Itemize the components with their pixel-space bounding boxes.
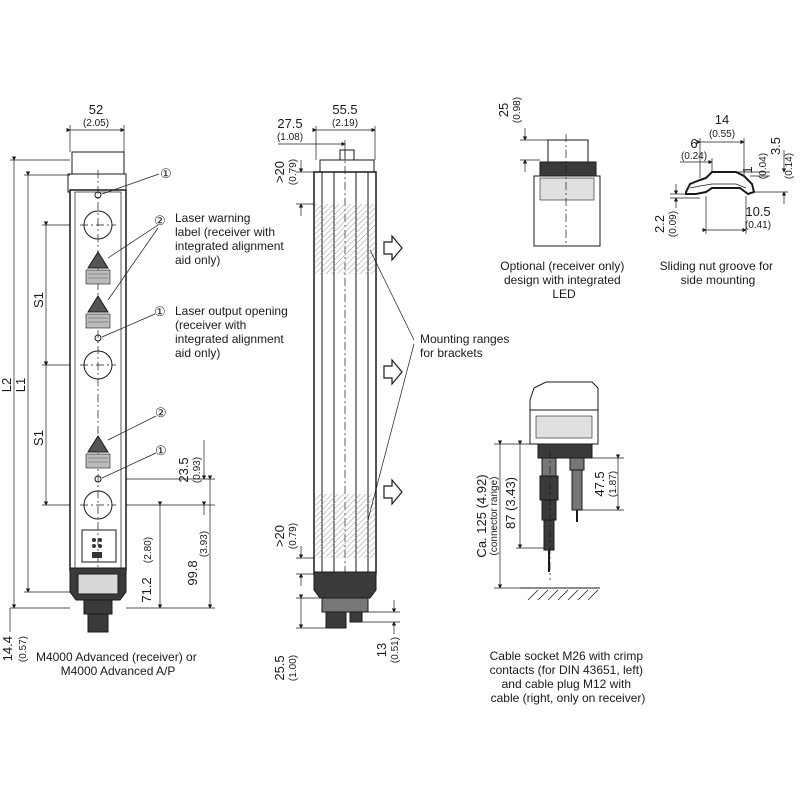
dim-3-5: 3.5 (768, 137, 783, 155)
dim-2-2-in: (0.09) (668, 211, 679, 237)
dim-23-5: 23.5 (176, 457, 191, 482)
callout-2: ② (155, 405, 167, 420)
dim-s1: S1 (31, 292, 46, 308)
laser-warning-label: Laser warning label (receiver with integ… (175, 211, 287, 267)
dim-connector-range: (connector range) (489, 477, 500, 556)
dim-27-5-in: (1.08) (277, 132, 303, 143)
dim-l2: L2 (0, 378, 14, 392)
side-view: 55.5 (2.19) 27.5 (1.08) Mo (272, 102, 513, 681)
dim-71-2-in: (2.80) (143, 537, 154, 563)
dim-20-top-in: (0.79) (288, 159, 299, 185)
dim-87: 87 (3.43) (503, 477, 518, 529)
dim-23-5-in: (0.93) (192, 457, 203, 483)
led-detail: 25 (0.98) Optional (receiver only) desig… (496, 97, 627, 301)
arrow-icon (383, 234, 403, 262)
callout-1: ① (154, 304, 166, 319)
arrow-icon (383, 358, 403, 386)
dim-10-5-in: (0.41) (745, 220, 771, 231)
dim-47-5: 47.5 (592, 471, 607, 496)
dim-25: 25 (496, 103, 511, 117)
cable-detail: Ca. 125 (4.92) (connector range) 87 (3.4… (474, 381, 647, 705)
dim-20-top: >20 (272, 161, 287, 183)
cable-socket-label: Cable socket M26 with crimp contacts (fo… (490, 649, 647, 705)
dim-2-2: 2.2 (652, 215, 667, 233)
dim-13-in: (0.51) (390, 637, 401, 663)
dim-6-in: (0.24) (681, 151, 707, 162)
dim-13: 13 (374, 643, 389, 657)
dim-ca-125: Ca. 125 (4.92) (474, 474, 489, 557)
dim-10-5: 10.5 (745, 204, 770, 219)
arrow-icon (383, 478, 403, 506)
dim-55-5: 55.5 (332, 102, 357, 117)
dim-20-bottom-in: (0.79) (288, 523, 299, 549)
warning-label-icon (85, 251, 111, 285)
model-caption: M4000 Advanced (receiver) or M4000 Advan… (36, 650, 200, 678)
dim-27-5: 27.5 (277, 116, 302, 131)
front-view: 52 (2.05) (0, 102, 291, 678)
callout-1: ① (160, 166, 172, 181)
dim-52-in: (2.05) (83, 118, 109, 129)
mounting-ranges-label: Mounting ranges for brackets (420, 332, 513, 360)
dim-14: 14 (715, 112, 729, 127)
dim-s1-lower: S1 (31, 430, 46, 446)
dim-1: 1 (740, 166, 755, 173)
dim-3-5-in: (0.14) (784, 153, 795, 179)
warning-label-icon (85, 295, 111, 329)
dim-14-4: 14.4 (0, 636, 15, 661)
sliding-nut-label: Sliding nut groove for side mounting (660, 259, 777, 287)
dim-55-5-in: (2.19) (332, 118, 358, 129)
dim-l1: L1 (13, 378, 28, 392)
dim-25-5-in: (1.00) (288, 655, 299, 681)
warning-label-icon (85, 435, 111, 469)
optional-led-label: Optional (receiver only) design with int… (500, 259, 627, 301)
groove-detail: 14 (0.55) 6 (0.24) 1 (0.04) 3.5 (0.14) 2… (652, 112, 795, 287)
dim-99-8: 99.8 (185, 560, 200, 585)
dim-99-8-in: (3.93) (199, 531, 210, 557)
dim-47-5-in: (1.87) (608, 471, 619, 497)
dim-1-in: (0.04) (758, 153, 769, 179)
dim-25-5: 25.5 (272, 655, 287, 680)
callout-2: ② (154, 213, 166, 228)
dim-71-2: 71.2 (139, 577, 154, 602)
dim-14-in: (0.55) (709, 129, 735, 140)
dim-52: 52 (89, 102, 103, 117)
callout-1: ① (155, 443, 167, 458)
dim-14-4-in: (0.57) (18, 636, 29, 662)
dim-25-in: (0.98) (512, 97, 523, 123)
dim-20-bottom: >20 (272, 525, 287, 547)
dim-6: 6 (690, 136, 697, 151)
laser-output-label: Laser output opening (receiver with inte… (175, 304, 291, 360)
